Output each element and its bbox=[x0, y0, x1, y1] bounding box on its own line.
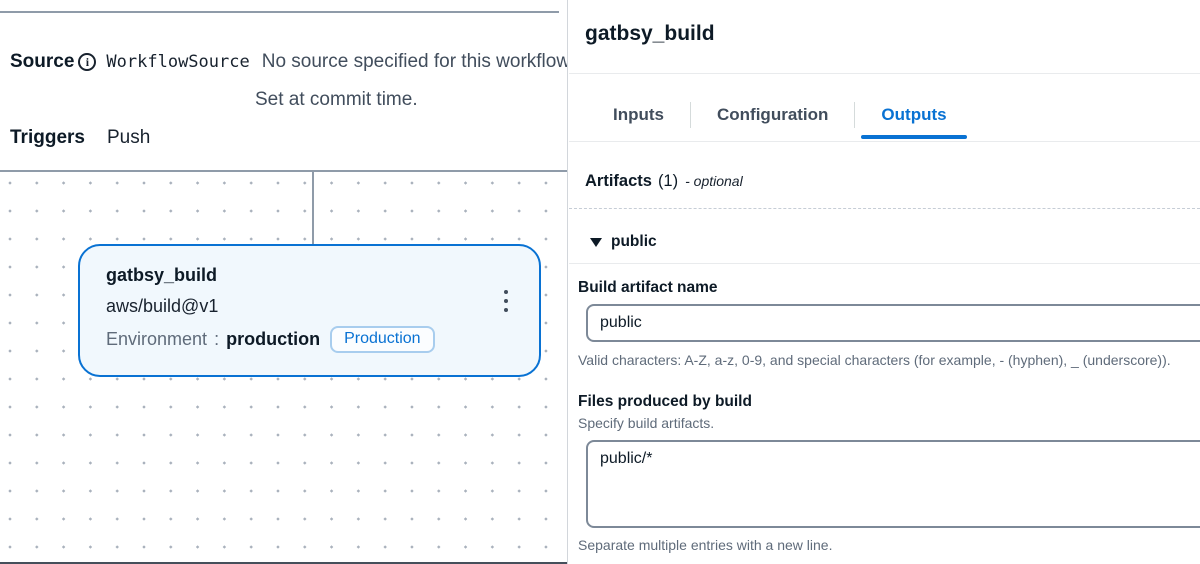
tab-separator bbox=[690, 101, 691, 128]
files-textarea[interactable]: public/* bbox=[586, 440, 1200, 528]
files-constraint: Separate multiple entries with a new lin… bbox=[578, 537, 833, 553]
info-icon[interactable]: i bbox=[78, 53, 97, 71]
tab-inputs[interactable]: Inputs bbox=[613, 104, 664, 124]
tab-outputs[interactable]: Outputs bbox=[861, 88, 967, 141]
canvas-bottom-border bbox=[0, 562, 567, 564]
artifact-name-label: Build artifact name bbox=[578, 279, 718, 296]
tabs-bar: Inputs Configuration Outputs bbox=[593, 88, 967, 141]
environment-value: production bbox=[226, 328, 321, 349]
source-row: Source i WorkflowSource No source specif… bbox=[10, 51, 568, 73]
node-body: gatbsy_build aws/build@v1 Environment : … bbox=[106, 262, 435, 353]
files-label: Files produced by build bbox=[578, 393, 752, 410]
node-connector-line bbox=[312, 172, 314, 244]
artifact-name-input[interactable] bbox=[586, 304, 1200, 342]
action-node-gatbsy-build[interactable]: gatbsy_build aws/build@v1 Environment : … bbox=[78, 244, 541, 377]
card-top-border bbox=[0, 11, 559, 13]
artifacts-count: (1) bbox=[657, 172, 679, 190]
environment-label: Environment bbox=[106, 328, 208, 349]
files-description: Specify build artifacts. bbox=[578, 415, 715, 431]
dashed-divider bbox=[569, 208, 1200, 209]
panel-title: gatbsy_build bbox=[585, 22, 715, 45]
workflow-canvas-panel: Source i WorkflowSource No source specif… bbox=[0, 0, 568, 564]
source-message: No source specified for this workflow. bbox=[261, 51, 568, 72]
action-details-panel: gatbsy_build Inputs Configuration Output… bbox=[569, 0, 1200, 564]
node-title: gatbsy_build bbox=[106, 265, 218, 285]
node-environment-row: Environment : production Production bbox=[106, 325, 435, 353]
artifacts-heading: Artifacts bbox=[585, 172, 652, 190]
divider bbox=[569, 73, 1200, 74]
tab-configuration[interactable]: Configuration bbox=[717, 104, 829, 124]
divider bbox=[569, 263, 1200, 264]
artifacts-optional-note: - optional bbox=[685, 173, 743, 189]
tab-separator bbox=[854, 101, 856, 128]
artifact-expander-public[interactable]: public bbox=[590, 233, 657, 251]
workflow-source-card: Source i WorkflowSource No source specif… bbox=[0, 11, 568, 172]
kebab-menu-icon[interactable] bbox=[493, 282, 519, 320]
node-action-id: aws/build@v1 bbox=[106, 296, 219, 316]
triggers-row: Triggers Push bbox=[10, 127, 150, 149]
artifact-expander-label: public bbox=[611, 233, 657, 250]
trigger-value: Push bbox=[106, 127, 151, 148]
environment-badge: Production bbox=[330, 325, 435, 353]
source-label: Source bbox=[10, 51, 75, 72]
source-message-line2: Set at commit time. bbox=[255, 89, 418, 110]
tabs-bottom-divider bbox=[569, 141, 1200, 142]
artifacts-heading-row: Artifacts (1) - optional bbox=[585, 172, 743, 191]
source-repo-name: WorkflowSource bbox=[106, 52, 250, 72]
triggers-label: Triggers bbox=[10, 127, 85, 148]
caret-down-icon bbox=[590, 237, 602, 247]
artifact-name-constraint: Valid characters: A-Z, a-z, 0-9, and spe… bbox=[578, 352, 1171, 368]
environment-separator: : bbox=[214, 328, 220, 349]
